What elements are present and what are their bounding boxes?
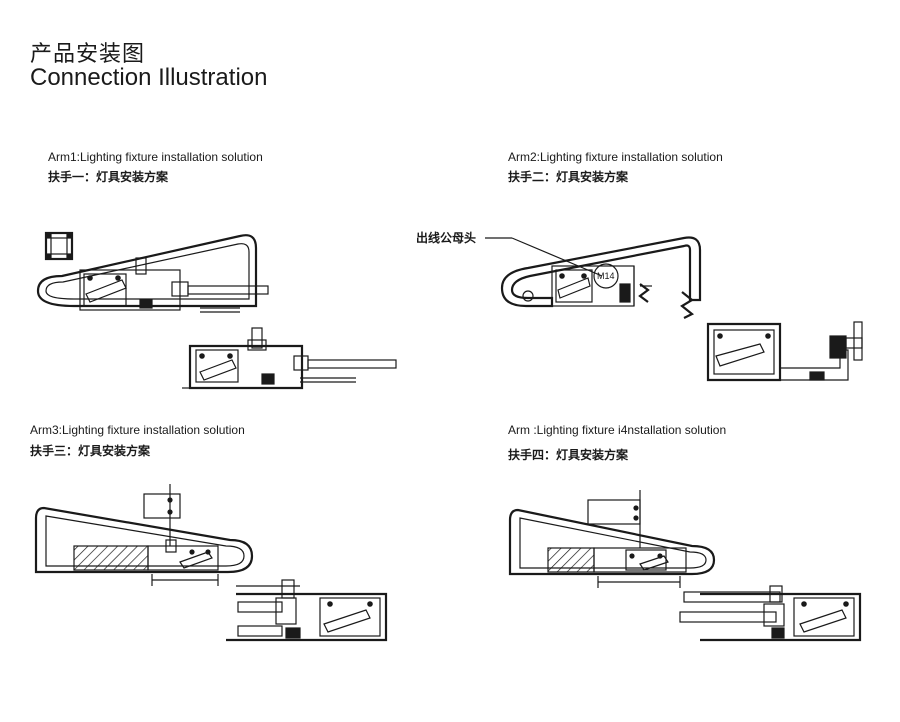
arm2-drawing: M14: [485, 236, 863, 382]
arm3-label-english: Arm3:Lighting fixture installation solut…: [30, 423, 245, 437]
arm3-armrest: [34, 506, 254, 574]
m14-connector-label: M14: [597, 271, 615, 281]
arm1-armrest: [36, 234, 258, 308]
arm4-label-chinese: 扶手四：灯具安装方案: [508, 448, 629, 462]
arm2-label-english: Arm2:Lighting fixture installation solut…: [508, 150, 723, 164]
arm1-lower-profile: [182, 327, 397, 390]
arm1-small-profile: [44, 231, 74, 261]
page-title-english: Connection Illustration: [30, 64, 268, 91]
arm3-junction-box: [143, 484, 181, 546]
arm2-bracket: [638, 283, 695, 319]
m14-connector-icon: M14: [593, 263, 619, 289]
arm2-lower-profile: [706, 321, 863, 382]
arm1-drawing: [36, 231, 397, 390]
arm3-drawing: [34, 484, 388, 642]
arm4-drawing: [508, 490, 862, 642]
arm2-lamp-profile: [551, 265, 652, 307]
arm3-lamp-profile: [147, 539, 219, 586]
arm2-armrest: [500, 236, 702, 308]
arm3-label-chinese: 扶手三：灯具安装方案: [30, 444, 151, 458]
arm2-label-chinese: 扶手二：灯具安装方案: [508, 170, 629, 184]
arm4-lamp-profile: [593, 547, 687, 588]
arm4-label-english: Arm :Lighting fixture i4nstallation solu…: [508, 423, 727, 437]
arm3-hatched-insert: [73, 545, 149, 571]
arm1-label-english: Arm1:Lighting fixture installation solut…: [48, 150, 263, 164]
page-title-chinese: 产品安装图: [30, 42, 146, 67]
arm4-lower-profile: [679, 585, 862, 642]
connector-callout-label: 出线公母头: [416, 231, 477, 245]
arm1-label-chinese: 扶手一：灯具安装方案: [48, 170, 169, 184]
arm4-junction-box: [587, 490, 641, 548]
arm1-lamp-profile: [79, 257, 269, 313]
arm4-armrest: [508, 508, 716, 576]
arm3-lower-profile: [226, 579, 388, 642]
arm4-hatched-insert: [547, 547, 595, 573]
